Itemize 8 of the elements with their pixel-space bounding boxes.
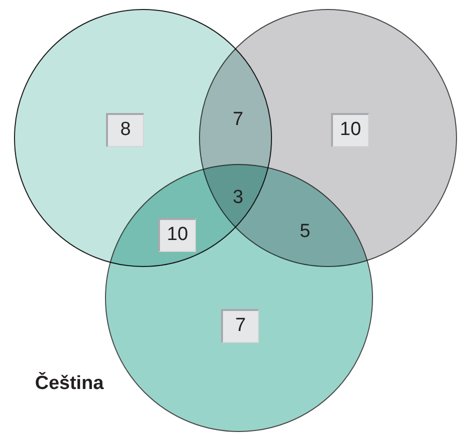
set-label: Čeština xyxy=(35,371,104,396)
count-box: 7 xyxy=(221,309,259,343)
count-label: 7 xyxy=(232,108,244,132)
count-box: 10 xyxy=(331,113,369,147)
count-box: 10 xyxy=(158,218,196,252)
count-label: 3 xyxy=(232,186,244,210)
count-box: 8 xyxy=(106,113,144,147)
count-label: 5 xyxy=(300,220,310,244)
